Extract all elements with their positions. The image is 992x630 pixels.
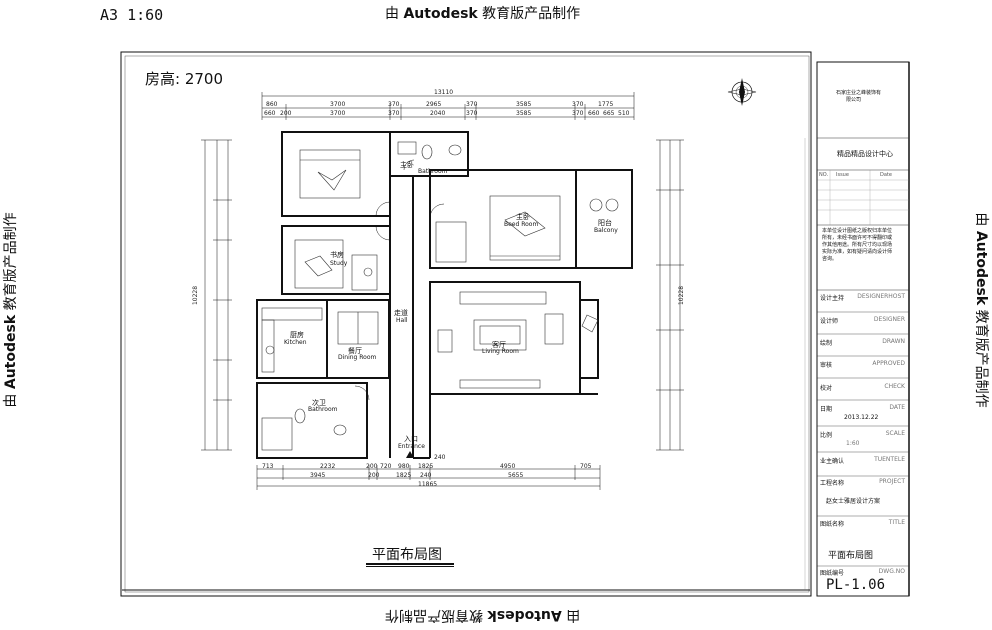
dim-right-total: 10228 <box>678 285 686 306</box>
door-swings <box>354 159 445 401</box>
dim-top-row2-10: 665 <box>603 110 615 117</box>
dim-top-row2-1: 660 <box>264 110 276 117</box>
tb-title-value: 平面布局图 <box>828 551 874 561</box>
tb-field-drawn: 绘制 <box>820 340 833 347</box>
side-dimension-lines <box>201 139 684 451</box>
drawing-title: 平面布局图 <box>372 547 442 563</box>
entrance-arrow <box>406 451 414 458</box>
dim-top-row2-3: 3700 <box>330 110 346 117</box>
sheet-border <box>120 51 812 597</box>
dim-left-total: 10228 <box>192 285 200 306</box>
dim-top-row1-1: 860 <box>266 101 278 108</box>
tb-field-date: 日期 <box>820 406 833 413</box>
dim-top-row1-6: 3585 <box>516 101 532 108</box>
tb-company-line2: 限公司 <box>846 97 862 103</box>
room-balcony-zh: 阳台 <box>598 219 612 227</box>
tb-field-owner: 业主确认 <box>820 458 845 465</box>
dim-top-row2-6: 370 <box>466 110 478 117</box>
dim-top-row2-9: 660 <box>588 110 600 117</box>
dim-bottom-row2-3: 1825 <box>396 472 412 479</box>
tb-center-name: 精品精品设计中心 <box>837 150 893 158</box>
walls <box>256 131 633 459</box>
room-dining-zh: 餐厅 <box>348 347 362 355</box>
tb-date-value: 2013.12.22 <box>844 414 879 421</box>
furniture <box>261 141 619 451</box>
tb-field-approved: 审核 <box>820 362 833 369</box>
dim-top-row1-4: 2965 <box>426 101 442 108</box>
room-bedroom2-zh: 主卧 <box>516 213 530 221</box>
room-bedroom2-en: Beed Room <box>504 221 539 228</box>
dim-bottom-row1-4: 720 <box>380 463 392 470</box>
dim-top-total: 13110 <box>434 89 454 96</box>
dim-top-row1-5: 370 <box>466 101 478 108</box>
drawing-title-underline <box>366 563 454 565</box>
bottom-dimension-lines <box>256 465 601 490</box>
room-living-en: Living Room <box>482 348 519 355</box>
tb-dwgno-value: PL-1.06 <box>826 577 886 593</box>
top-dimension-lines <box>261 92 635 120</box>
north-compass <box>727 78 757 106</box>
dim-top-row2-5: 2040 <box>430 110 446 117</box>
scale-label: A3 1:60 <box>100 6 164 24</box>
tb-field-designer: 设计师 <box>820 318 839 325</box>
tb-field-check: 校对 <box>820 385 833 392</box>
dim-bottom-mid: 240 <box>434 454 446 461</box>
room-master-bath-en: Bathroom <box>418 168 448 175</box>
room-bath2-en: Bathroom <box>308 406 338 413</box>
room-entrance-zh: 入口 <box>404 435 418 443</box>
dim-bottom-row1-8: 705 <box>580 463 592 470</box>
room-kitchen-zh: 厨房 <box>290 331 304 339</box>
dim-bottom-row1-3: 200 <box>366 463 378 470</box>
tb-field-project: 工程名称 <box>820 480 845 487</box>
dim-bottom-row1-2: 2232 <box>320 463 336 470</box>
dim-top-row1-7: 370 <box>572 101 584 108</box>
tb-rev-issue: Issue <box>836 172 849 178</box>
room-master-bath-zh: 主卧 <box>400 161 414 169</box>
tb-rev-no: NO. <box>819 172 829 178</box>
dim-bottom-row2-4: 240 <box>420 472 432 479</box>
room-balcony-en: Balcony <box>594 227 618 234</box>
dim-bottom-row1-7: 4950 <box>500 463 516 470</box>
room-hall-zh: 走道 <box>394 309 408 317</box>
watermark-top: 由 Autodesk 教育版产品制作 <box>385 6 581 22</box>
dim-top-row2-4: 370 <box>388 110 400 117</box>
room-kitchen-en: Kitchen <box>284 339 307 346</box>
dim-bottom-row2-1: 3945 <box>310 472 326 479</box>
dim-bottom-row1-5: 980 <box>398 463 410 470</box>
dim-top-row1-8: 1775 <box>598 101 614 108</box>
room-living-zh: 客厅 <box>492 341 506 349</box>
tb-company-line1: 石家庄业之峰装饰有 <box>836 90 882 96</box>
room-dining-en: Dining Room <box>338 354 377 361</box>
dim-top-row1-2: 3700 <box>330 101 346 108</box>
dim-bottom-row1-1: 713 <box>262 463 274 470</box>
tb-rev-date: Date <box>880 172 892 178</box>
dim-top-row2-11: 510 <box>618 110 630 117</box>
room-hall-en: Hall <box>396 317 408 324</box>
tb-field-dwgno: 图纸编号 <box>820 570 845 577</box>
dim-top-row2-8: 370 <box>572 110 584 117</box>
dim-top-row1-3: 370 <box>388 101 400 108</box>
room-bath2-zh: 次卫 <box>312 399 326 407</box>
dim-top-row2-2: 200 <box>280 110 292 117</box>
tb-field-host: 设计主持 <box>820 295 845 302</box>
room-entrance-en: Entrance <box>398 443 425 450</box>
tb-scale-value: 1:60 <box>846 440 860 447</box>
dim-top-row2-7: 3585 <box>516 110 532 117</box>
tb-notes: 本单位设计图纸之版权归本单位所有，未经书面许可不得翻印或作其他用途。所有尺寸均以… <box>822 228 893 262</box>
tb-project-value: 赵女士雅居设计方案 <box>826 498 881 505</box>
dim-bottom-row2-2: 200 <box>368 472 380 479</box>
dim-bottom-row2-5: 5655 <box>508 472 524 479</box>
room-height-note: 房高: 2700 <box>145 70 223 88</box>
room-study-zh: 书房 <box>330 251 344 259</box>
dim-bottom-row1-6: 1825 <box>418 463 434 470</box>
room-study-en: Study <box>330 260 348 267</box>
tb-field-title: 图纸名称 <box>820 521 845 528</box>
dim-bottom-total: 11865 <box>418 481 438 488</box>
tb-field-scale: 比例 <box>820 432 833 439</box>
